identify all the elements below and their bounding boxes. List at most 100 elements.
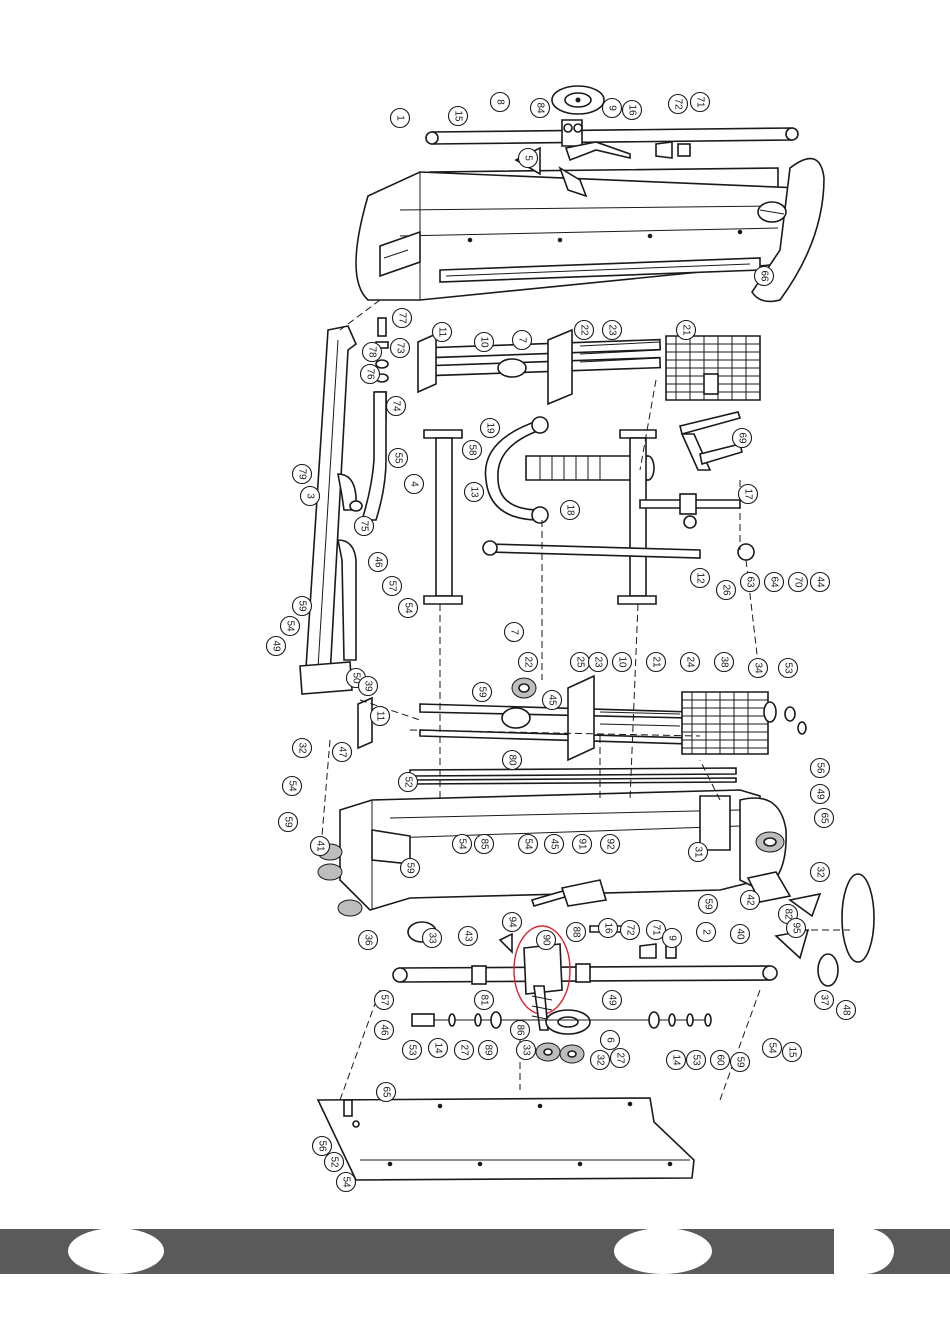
callout-52: 52: [323, 1151, 345, 1173]
callout-balloon: [621, 99, 643, 121]
callout-23: 23: [587, 651, 609, 673]
callout-balloon: [645, 919, 667, 941]
callout-balloon: [279, 615, 301, 637]
upper-weight-stack: [375, 317, 761, 421]
callout-2: 2: [695, 921, 717, 943]
callout-balloon: [515, 1039, 537, 1061]
callout-59: 59: [399, 857, 421, 879]
callout-number: 11: [375, 711, 386, 722]
callout-14: 14: [427, 1037, 449, 1059]
callout-balloon: [739, 571, 761, 593]
callout-18: 18: [559, 499, 581, 521]
callout-9: 9: [661, 927, 683, 949]
callout-number: 71: [695, 96, 706, 108]
callout-number: 16: [627, 104, 638, 116]
callout-balloon: [401, 1039, 423, 1061]
callout-54: 54: [451, 833, 473, 855]
callout-number: 13: [469, 486, 480, 498]
callout-number: 72: [673, 98, 684, 110]
callout-balloon: [335, 1171, 357, 1193]
callout-number: 10: [617, 656, 628, 668]
callout-balloon: [689, 567, 711, 589]
callout-22: 22: [573, 319, 595, 341]
callout-10: 10: [473, 331, 495, 353]
callout-balloon: [447, 105, 469, 127]
callout-balloon: [709, 1049, 731, 1071]
callout-number: 36: [363, 934, 374, 946]
callout-balloon: [599, 833, 621, 855]
callout-7: 7: [511, 329, 533, 351]
callout-54: 54: [517, 833, 539, 855]
callout-number: 16: [603, 922, 614, 934]
callout-balloon: [661, 927, 683, 949]
callout-25: 25: [569, 651, 591, 673]
callout-balloon: [737, 483, 759, 505]
callout-number: 52: [329, 1156, 340, 1168]
callout-number: 25: [575, 656, 586, 668]
callout-53: 53: [401, 1039, 423, 1061]
callout-94: 94: [501, 911, 523, 933]
callout-balloon: [389, 107, 411, 129]
callout-number: 88: [571, 926, 582, 938]
callout-number: 65: [381, 1086, 392, 1098]
callout-number: 7: [517, 337, 528, 343]
callout-balloon: [601, 989, 623, 1011]
callout-number: 44: [815, 576, 826, 588]
callout-number: 76: [365, 368, 376, 380]
callout-60: 60: [709, 1049, 731, 1071]
callout-balloon: [357, 929, 379, 951]
footer-page-oval-right: [614, 1228, 712, 1274]
callout-23: 23: [601, 319, 623, 341]
callout-number: 39: [363, 680, 374, 692]
callout-balloon: [517, 651, 539, 673]
footer-page-oval-edge: [834, 1228, 894, 1274]
callout-balloon: [367, 551, 389, 573]
callout-balloon: [403, 473, 425, 495]
callout-number: 23: [607, 324, 618, 336]
callout-24: 24: [679, 651, 701, 673]
callout-balloon: [357, 675, 379, 697]
callout-89: 89: [477, 1039, 499, 1061]
callout-33: 33: [515, 1039, 537, 1061]
callout-number: 57: [387, 580, 398, 592]
callout-balloon: [353, 515, 375, 537]
callout-number: 21: [681, 324, 692, 336]
callout-number: 81: [479, 994, 490, 1006]
callout-balloon: [587, 651, 609, 673]
callout-59: 59: [277, 811, 299, 833]
callout-49: 49: [601, 989, 623, 1011]
callout-44: 44: [809, 571, 831, 593]
callout-balloon: [589, 1049, 611, 1071]
callout-balloon: [397, 597, 419, 619]
callout-10: 10: [611, 651, 633, 673]
callout-balloon: [695, 921, 717, 943]
callout-balloon: [453, 1039, 475, 1061]
callout-47: 47: [331, 741, 353, 763]
callout-number: 15: [453, 110, 464, 122]
callout-76: 76: [359, 363, 381, 385]
callout-11: 11: [431, 321, 453, 343]
callout-number: 77: [397, 312, 408, 324]
callout-number: 58: [467, 444, 478, 456]
callout-balloon: [373, 989, 395, 1011]
callout-59: 59: [291, 595, 313, 617]
callout-balloon: [747, 657, 769, 679]
callout-balloon: [389, 337, 411, 359]
callout-75: 75: [353, 515, 375, 537]
callout-balloon: [541, 689, 563, 711]
callout-number: 6: [605, 1037, 616, 1043]
callout-number: 9: [607, 105, 618, 111]
callout-balloon: [529, 97, 551, 119]
callout-59: 59: [697, 893, 719, 915]
callout-balloon: [477, 1039, 499, 1061]
callout-number: 22: [523, 656, 534, 668]
callout-49: 49: [809, 783, 831, 805]
callout-number: 74: [391, 400, 402, 412]
callout-number: 90: [541, 934, 552, 946]
callout-number: 31: [693, 846, 704, 858]
callout-number: 54: [285, 620, 296, 632]
callout-balloon: [369, 705, 391, 727]
callout-45: 45: [543, 833, 565, 855]
callout-number: 48: [841, 1004, 852, 1016]
